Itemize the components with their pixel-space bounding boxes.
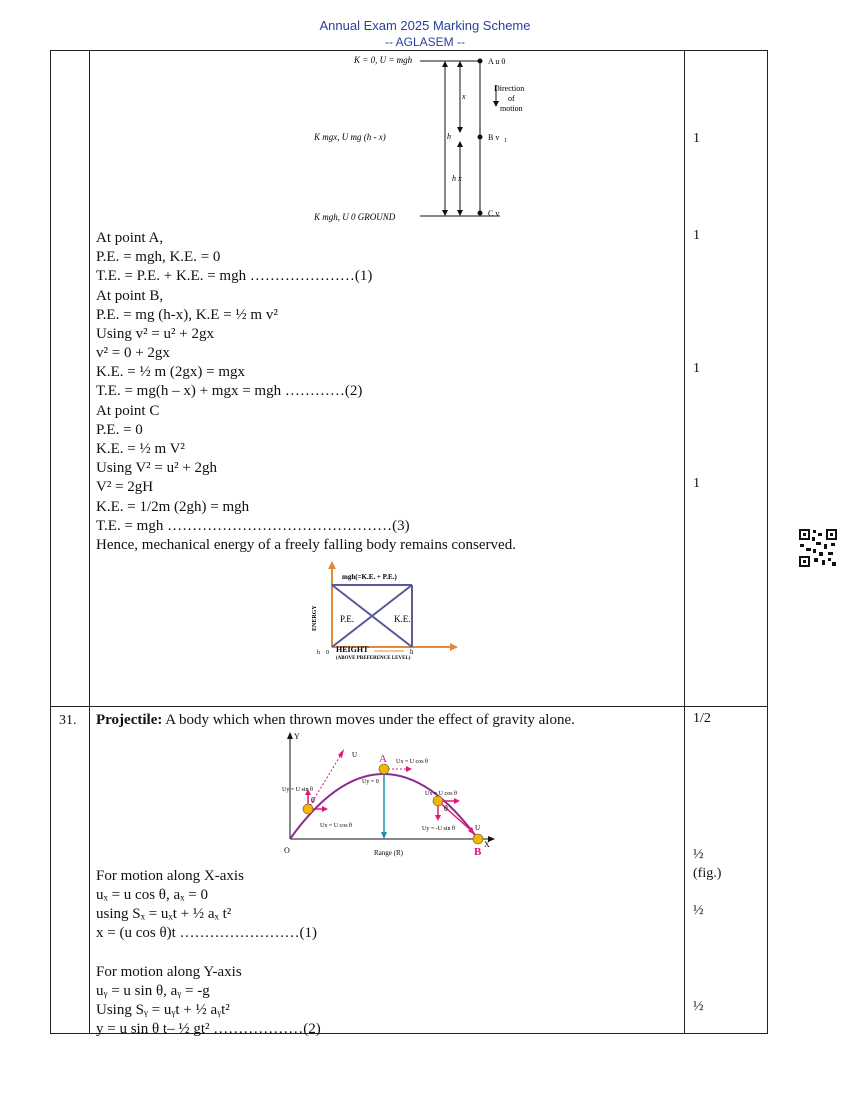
text-line: P.E. = mg (h-x), K.E = ½ m v²	[96, 307, 278, 323]
graph-pe-label: P.E.	[340, 614, 354, 624]
text-line: y = u sin θ t– ½ gt² ………………(2)	[96, 1021, 321, 1037]
graph-ke-label: K.E.	[394, 614, 411, 624]
point-b-subscript: 1	[504, 138, 507, 144]
definition-text: A body which when thrown moves under the…	[162, 712, 575, 728]
graph-top-label: mgh(=K.E. + P.E.)	[342, 573, 397, 581]
velocity-u-label: U	[475, 824, 480, 832]
header-title: Annual Exam 2025 Marking Scheme	[319, 18, 531, 33]
mark: 1	[693, 228, 700, 243]
text-line: For motion along Y-axis	[96, 964, 242, 980]
text-line: Hence, mechanical energy of a freely fal…	[96, 537, 516, 553]
point-b-label: B v	[488, 133, 499, 142]
answer-cell: Projectile: A body which when thrown mov…	[89, 706, 685, 1037]
answer-row-30: K = 0, U = mgh K mgx, U mg (h - x) K mgh…	[50, 50, 768, 707]
text-line: For motion along X-axis	[96, 868, 244, 884]
mark: (fig.)	[693, 866, 722, 881]
text-line: P.E. = 0	[96, 422, 143, 438]
mark: ½	[693, 847, 704, 862]
projectile-definition: Projectile: A body which when thrown mov…	[96, 711, 575, 730]
left-uy-label: Uy = U sin θ	[282, 787, 313, 793]
hx-label: h x	[452, 174, 462, 183]
text-line: Using V² = u² + 2gh	[96, 460, 218, 476]
right-ux-label: Ux = U cos θ	[425, 791, 457, 797]
mark: 1	[693, 131, 700, 146]
axis-y-label: Y	[294, 732, 300, 741]
left-ux-label: Ux = U cos θ	[320, 823, 352, 829]
h-label: h	[447, 132, 451, 141]
graph-end-h: h	[410, 648, 414, 656]
point-c-label: C v	[488, 209, 499, 218]
qr-code-icon[interactable]	[798, 528, 838, 568]
graph-origin-0: 0	[326, 650, 329, 656]
text-line: K.E. = ½ m (2gx) = mgx	[96, 364, 245, 380]
text-line: V² = 2gH	[96, 479, 154, 495]
point-a-label: A	[379, 753, 387, 765]
text-line: K.E. = 1/2m (2gh) = mgh	[96, 499, 250, 515]
text-line: Using v² = u² + 2gx	[96, 326, 215, 342]
header-source: -- AGLASEM --	[384, 35, 465, 49]
theta-label: θ	[311, 796, 315, 805]
answer-cell: K = 0, U = mgh K mgx, U mg (h - x) K mgh…	[89, 50, 685, 707]
velocity-u-label: U	[352, 751, 357, 759]
graph-x-label: HEIGHT	[336, 645, 369, 654]
graph-y-label: ENERGY	[312, 605, 318, 631]
diagram-bottom-label: K mgh, U 0 GROUND	[313, 212, 396, 222]
direction-line2: of	[508, 94, 515, 103]
top-uy-label: Uy = 0	[362, 779, 379, 785]
marks-cell: 1/2 ½ (fig.) ½ ½	[684, 706, 768, 1034]
text-line: uₓ = u cos θ, aₓ = 0	[96, 887, 208, 903]
mark: ½	[693, 999, 704, 1014]
mark: 1	[693, 361, 700, 376]
text-line: P.E. = mgh, K.E. = 0	[96, 249, 221, 265]
origin-label: O	[284, 846, 290, 855]
theta-label: θ	[444, 804, 448, 813]
free-fall-diagram: K = 0, U = mgh K mgx, U mg (h - x) K mgh…	[313, 55, 524, 222]
text-line: T.E. = mg(h – x) + mgx = mgh …………(2)	[96, 383, 363, 399]
text-line: Using Sᵧ = uᵧt + ½ aᵧt²	[96, 1002, 230, 1018]
answer-table: K = 0, U = mgh K mgx, U mg (h - x) K mgh…	[50, 50, 768, 1037]
right-uy-label: Uy = -U sin θ	[422, 826, 455, 832]
top-ux-label: Ux = U cos θ	[396, 759, 428, 765]
text-line: using Sₓ = uₓt + ½ aₓ t²	[96, 906, 232, 922]
energy-height-graph: mgh(=K.E. + P.E.) P.E. K.E. ENERGY HEIGH…	[312, 561, 458, 661]
point-a-label: A u 0	[488, 57, 505, 66]
question-number-cell	[50, 50, 90, 707]
text-line: v² = 0 + 2gx	[96, 345, 170, 361]
text-line: T.E. = P.E. + K.E. = mgh …………………(1)	[96, 268, 373, 284]
mark: 1/2	[693, 711, 711, 726]
diagram-mid-label: K mgx, U mg (h - x)	[313, 132, 386, 142]
mark: 1	[693, 476, 700, 491]
range-label: Range (R)	[374, 849, 404, 857]
question-number-cell: 31.	[50, 706, 90, 1034]
text-line: K.E. = ½ m V²	[96, 441, 185, 457]
text-line: At point C	[96, 403, 160, 419]
graph-origin-h: h	[317, 650, 320, 656]
text-line: At point B,	[96, 288, 164, 304]
text-line: At point A,	[96, 230, 164, 246]
mark: ½	[693, 903, 704, 918]
definition-term: Projectile:	[96, 712, 163, 728]
text-line: uᵧ = u sin θ, aᵧ = -g	[96, 983, 210, 999]
x-label: x	[461, 92, 466, 101]
axis-x-label: X	[484, 840, 490, 849]
point-b-label: B	[474, 846, 482, 857]
graph-x-sublabel: (ABOVE PREFERENCE LEVEL)	[336, 656, 411, 661]
direction-line1: Direction	[494, 84, 524, 93]
answer-row-31: 31. Projectile: A body which when thrown…	[50, 706, 768, 1037]
text-line: T.E. = mgh ………………………………………(3)	[96, 518, 410, 534]
direction-line3: motion	[500, 104, 523, 113]
text-line: x = (u cos θ)t ……………………(1)	[96, 925, 318, 941]
diagram-top-label: K = 0, U = mgh	[353, 55, 413, 65]
projectile-figure: Y X O	[282, 732, 495, 857]
marks-cell: 1 1 1 1	[684, 50, 768, 707]
